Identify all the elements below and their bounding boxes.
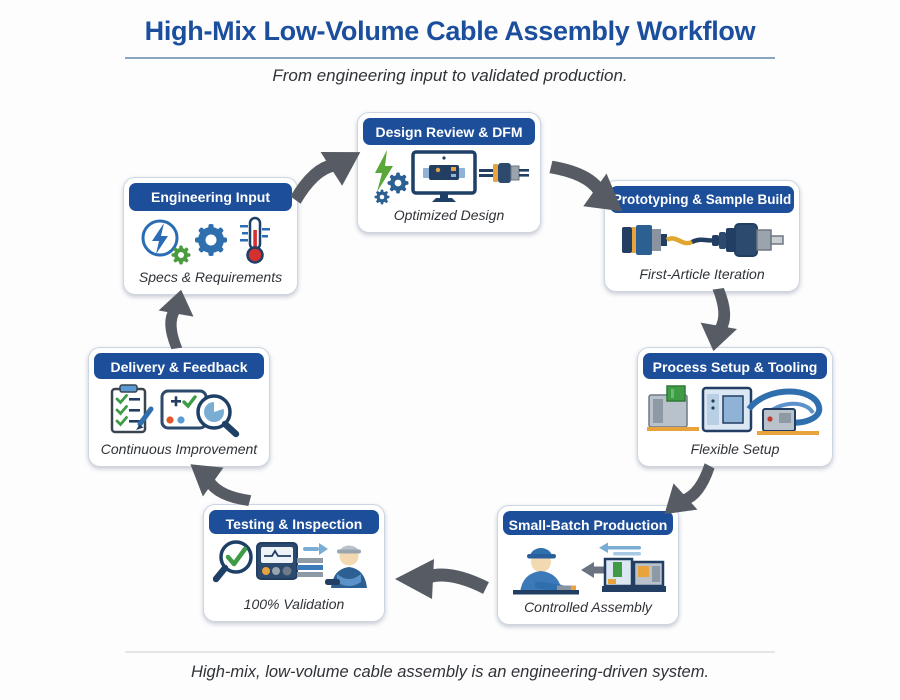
multimeter-icon: [256, 542, 323, 580]
flow-arrow-prototyping-to-process: [690, 282, 751, 358]
stage-title: Small-Batch Production: [508, 517, 668, 533]
right-arrow-icon: [303, 543, 328, 555]
lightning-icon: [375, 150, 393, 192]
stage-caption: Specs & Requirements: [138, 269, 283, 285]
stage-card-prototyping-sample-build: Prototyping & Sample Build First-Article…: [604, 180, 800, 292]
power-circle-icon: [141, 219, 178, 257]
stage-icons: [358, 145, 540, 207]
title-divider: [125, 57, 775, 59]
stage-icons: [89, 379, 269, 441]
stage-card-delivery-feedback: Delivery & Feedback: [88, 347, 270, 467]
stage-header: Process Setup & Tooling: [643, 353, 827, 379]
flow-arrow-design-to-prototyping: [537, 135, 642, 233]
stage-icons: [204, 534, 384, 596]
stage-header: Small-Batch Production: [503, 511, 673, 535]
engineering-icons: [141, 216, 270, 265]
thermometer-icon: [239, 216, 270, 264]
stage-header: Engineering Input: [129, 183, 292, 211]
stage-card-design-review-dfm: Design Review & DFM: [357, 112, 541, 233]
stage-card-engineering-input: Engineering Input: [123, 177, 298, 295]
stage-header: Design Review & DFM: [363, 118, 535, 145]
flow-arrow-delivery-to-engineering: [145, 283, 203, 355]
stage-card-testing-inspection: Testing & Inspection: [203, 504, 385, 622]
machine-right-icon: [757, 408, 819, 435]
design-review-icons: [374, 150, 529, 205]
flow-arrow-testing-to-delivery: [174, 445, 262, 528]
flow-arrow-process-to-smallbatch: [649, 452, 734, 534]
stage-card-process-setup-tooling: Process Setup & Tooling: [637, 347, 833, 467]
cable-assembly-icon: [622, 222, 784, 257]
stage-title: Prototyping & Sample Build: [612, 192, 792, 207]
stage-title: Process Setup & Tooling: [652, 359, 818, 375]
small-batch-icons: [513, 542, 666, 595]
stage-icons: [605, 213, 799, 266]
stage-title: Delivery & Feedback: [110, 359, 248, 375]
stage-title: Engineering Input: [151, 189, 270, 205]
left-arrow-icon: [581, 542, 641, 578]
page-title: High-Mix Low-Volume Cable Assembly Workf…: [144, 16, 756, 46]
gears-icon: [374, 172, 409, 205]
bench-machines-icon: [602, 557, 666, 592]
stage-caption: Optimized Design: [393, 207, 505, 223]
gear-icon: [194, 224, 227, 256]
flow-arrow-smallbatch-to-testing: [392, 552, 492, 604]
magnifier-check-icon: [213, 540, 253, 583]
stage-title: Testing & Inspection: [225, 516, 363, 532]
stage-header: Testing & Inspection: [209, 510, 379, 534]
stage-title: Design Review & DFM: [375, 124, 523, 140]
delivery-icons: [110, 384, 240, 438]
machines-icon: [647, 385, 823, 435]
stage-icons: [124, 211, 297, 269]
stage-caption: First-Article Iteration: [639, 266, 765, 282]
stage-icons: [638, 379, 832, 441]
monitor-cable-icon: [411, 150, 477, 202]
analytics-magnifier-icon: [160, 389, 240, 438]
assembly-worker-icon: [513, 548, 579, 595]
machine-left-icon: [647, 385, 699, 431]
footer-divider: [125, 651, 775, 653]
stage-card-small-batch-production: Small-Batch Production: [497, 505, 679, 625]
stage-caption: 100% Validation: [243, 596, 345, 612]
checklist-clipboard-icon: [110, 384, 154, 434]
flow-arrow-engineering-to-design: [273, 127, 375, 216]
connector-icon: [479, 163, 529, 183]
stage-header: Delivery & Feedback: [94, 353, 264, 379]
stage-caption: Controlled Assembly: [524, 599, 652, 615]
stage-caption: Flexible Setup: [690, 441, 780, 457]
small-gear-icon: [171, 245, 190, 265]
testing-icons: [213, 540, 367, 588]
inspector-icon: [325, 545, 367, 588]
stage-header: Prototyping & Sample Build: [610, 186, 794, 213]
stage-caption: Continuous Improvement: [100, 441, 258, 457]
machine-center-icon: [701, 386, 753, 433]
footer-note: High-mix, low-volume cable assembly is a…: [190, 663, 710, 681]
subtitle: From engineering input to validated prod…: [272, 66, 628, 85]
stage-icons: [498, 535, 678, 599]
